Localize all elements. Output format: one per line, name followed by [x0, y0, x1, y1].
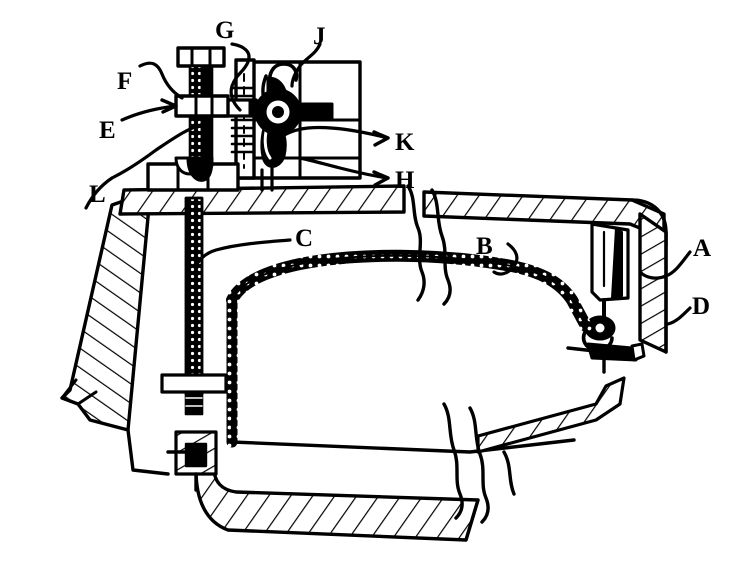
ref-label-G: G	[215, 17, 235, 44]
ref-label-E: E	[99, 117, 116, 144]
ref-label-J: J	[313, 23, 326, 50]
ref-label-D: D	[692, 293, 711, 320]
right-sill	[476, 376, 626, 454]
head-bolt	[174, 46, 230, 182]
lower-sill	[194, 466, 480, 542]
lower-bracket	[166, 430, 218, 492]
ref-label-H: H	[395, 167, 415, 194]
window-glass	[226, 249, 592, 454]
ref-label-B: B	[476, 233, 493, 260]
ref-label-C: C	[295, 225, 314, 252]
break-lines	[406, 184, 516, 524]
threaded-rod	[160, 196, 228, 416]
door-frame-section	[590, 212, 668, 354]
ref-label-F: F	[117, 68, 133, 95]
ref-label-K: K	[395, 129, 415, 156]
ref-label-L: L	[89, 181, 106, 208]
clamp-block	[146, 58, 362, 192]
pillar-section	[60, 194, 170, 476]
wing-screw	[198, 62, 334, 168]
hook-latch	[566, 315, 646, 374]
ref-label-A: A	[693, 235, 712, 262]
leader-lines	[84, 42, 692, 326]
